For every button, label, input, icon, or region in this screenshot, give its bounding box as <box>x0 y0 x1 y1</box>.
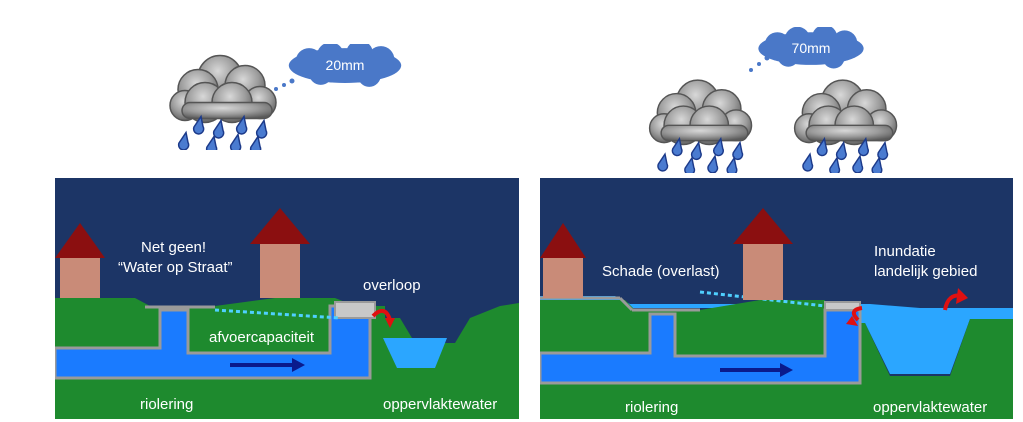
sewer-label: riolering <box>140 396 194 413</box>
flow-arrow-icon <box>292 358 305 372</box>
left-scene <box>55 178 519 419</box>
rain-amount-bubble: 20mm <box>282 44 408 88</box>
status-quote-label: “Water op Straat” <box>118 259 233 276</box>
capacity-label: afvoercapaciteit <box>209 329 315 346</box>
inundation-label-line2: landelijk gebied <box>874 263 978 280</box>
house <box>543 258 583 298</box>
right-scene <box>540 178 1013 419</box>
sewer-label: riolering <box>625 399 679 416</box>
inundation-label-line1: Inundatie <box>874 243 936 260</box>
rain-cloud-icon <box>793 79 898 173</box>
rain-cloud-icon <box>169 54 277 150</box>
house-roof <box>55 223 105 258</box>
rain-amount-label: 20mm <box>325 57 365 73</box>
left-scenario-panel: Net geen! “Water op Straat” overloop afv… <box>55 178 519 419</box>
right-scenario-panel: Schade (overlast) Inundatie landelijk ge… <box>540 178 1013 419</box>
rain-cloud-icon <box>648 79 753 173</box>
overflow-weir <box>334 301 376 319</box>
overflow-arrow-icon <box>851 306 863 322</box>
overflow-arrow-icon <box>371 308 392 321</box>
surface-water-label: oppervlaktewater <box>873 399 988 416</box>
house <box>260 243 300 298</box>
house <box>60 258 100 298</box>
sewer-pipe <box>55 304 372 380</box>
surface-water-label: oppervlaktewater <box>383 396 498 413</box>
house-roof <box>540 223 586 258</box>
overflow-label: overloop <box>363 277 421 294</box>
house <box>743 243 783 300</box>
house-roof <box>250 208 310 244</box>
overflow-weir <box>824 301 861 311</box>
flow-arrow-icon <box>780 363 793 377</box>
rain-amount-label: 70mm <box>791 40 831 56</box>
rain-amount-bubble: 70mm <box>752 27 870 71</box>
status-label: Net geen! <box>141 239 207 256</box>
house-roof <box>733 208 793 244</box>
surface-water <box>383 338 447 368</box>
damage-label: Schade (overlast) <box>602 263 720 280</box>
thought-dots <box>274 78 295 91</box>
surface-water <box>540 296 1013 374</box>
